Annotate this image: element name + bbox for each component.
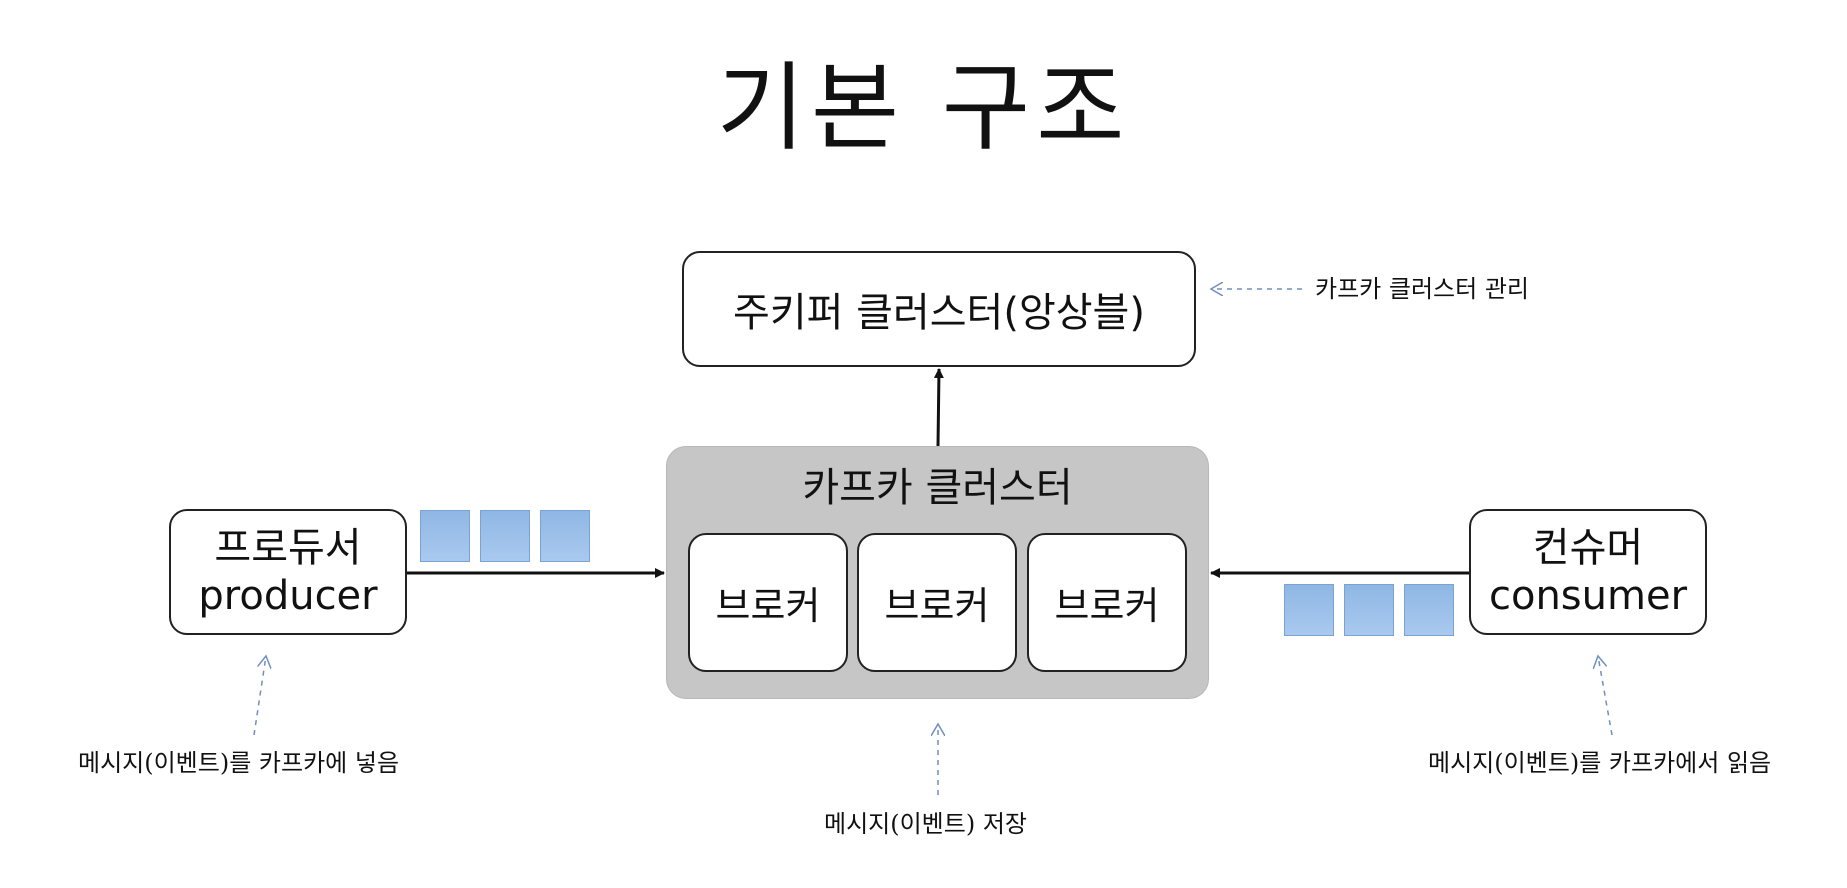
- page-title: 기본 구조: [716, 52, 1131, 164]
- broker-box: 브로커: [1027, 533, 1187, 672]
- zookeeper-cluster-label: 주키퍼 클러스터(앙상블): [733, 290, 1145, 336]
- broker-label: 브로커: [1054, 584, 1160, 628]
- producer-message-block: [540, 510, 590, 562]
- consumer-note: 메시지(이벤트)를 카프카에서 읽음: [1428, 749, 1772, 777]
- consumer-message-block: [1284, 584, 1334, 636]
- producer-message-block: [480, 510, 530, 562]
- broker-label: 브로커: [884, 584, 990, 628]
- broker-label: 브로커: [715, 584, 821, 628]
- producer-note-arrow: [253, 656, 266, 736]
- cluster-to-zookeeper-arrow: [933, 368, 944, 447]
- producer-label-en: producer: [198, 573, 378, 619]
- consumer-note-arrow: [1598, 656, 1613, 736]
- consumer-label-en: consumer: [1488, 573, 1688, 619]
- producer-box: 프로듀서 producer: [169, 509, 407, 635]
- consumer-message-block: [1344, 584, 1394, 636]
- consumer-box: 컨슈머 consumer: [1469, 509, 1707, 635]
- cluster-note: 메시지(이벤트) 저장: [824, 810, 1027, 838]
- producer-message-block: [420, 510, 470, 562]
- broker-box: 브로커: [857, 533, 1017, 672]
- consumer-message-block: [1404, 584, 1454, 636]
- zookeeper-note: 카프카 클러스터 관리: [1315, 275, 1529, 303]
- consumer-label-ko: 컨슈머: [1532, 525, 1644, 571]
- zookeeper-cluster-box: 주키퍼 클러스터(앙상블): [682, 251, 1196, 367]
- producer-label-ko: 프로듀서: [214, 525, 362, 571]
- kafka-cluster-label: 카프카 클러스터: [802, 465, 1073, 511]
- producer-note: 메시지(이벤트)를 카프카에 넣음: [78, 749, 400, 777]
- broker-box: 브로커: [688, 533, 848, 672]
